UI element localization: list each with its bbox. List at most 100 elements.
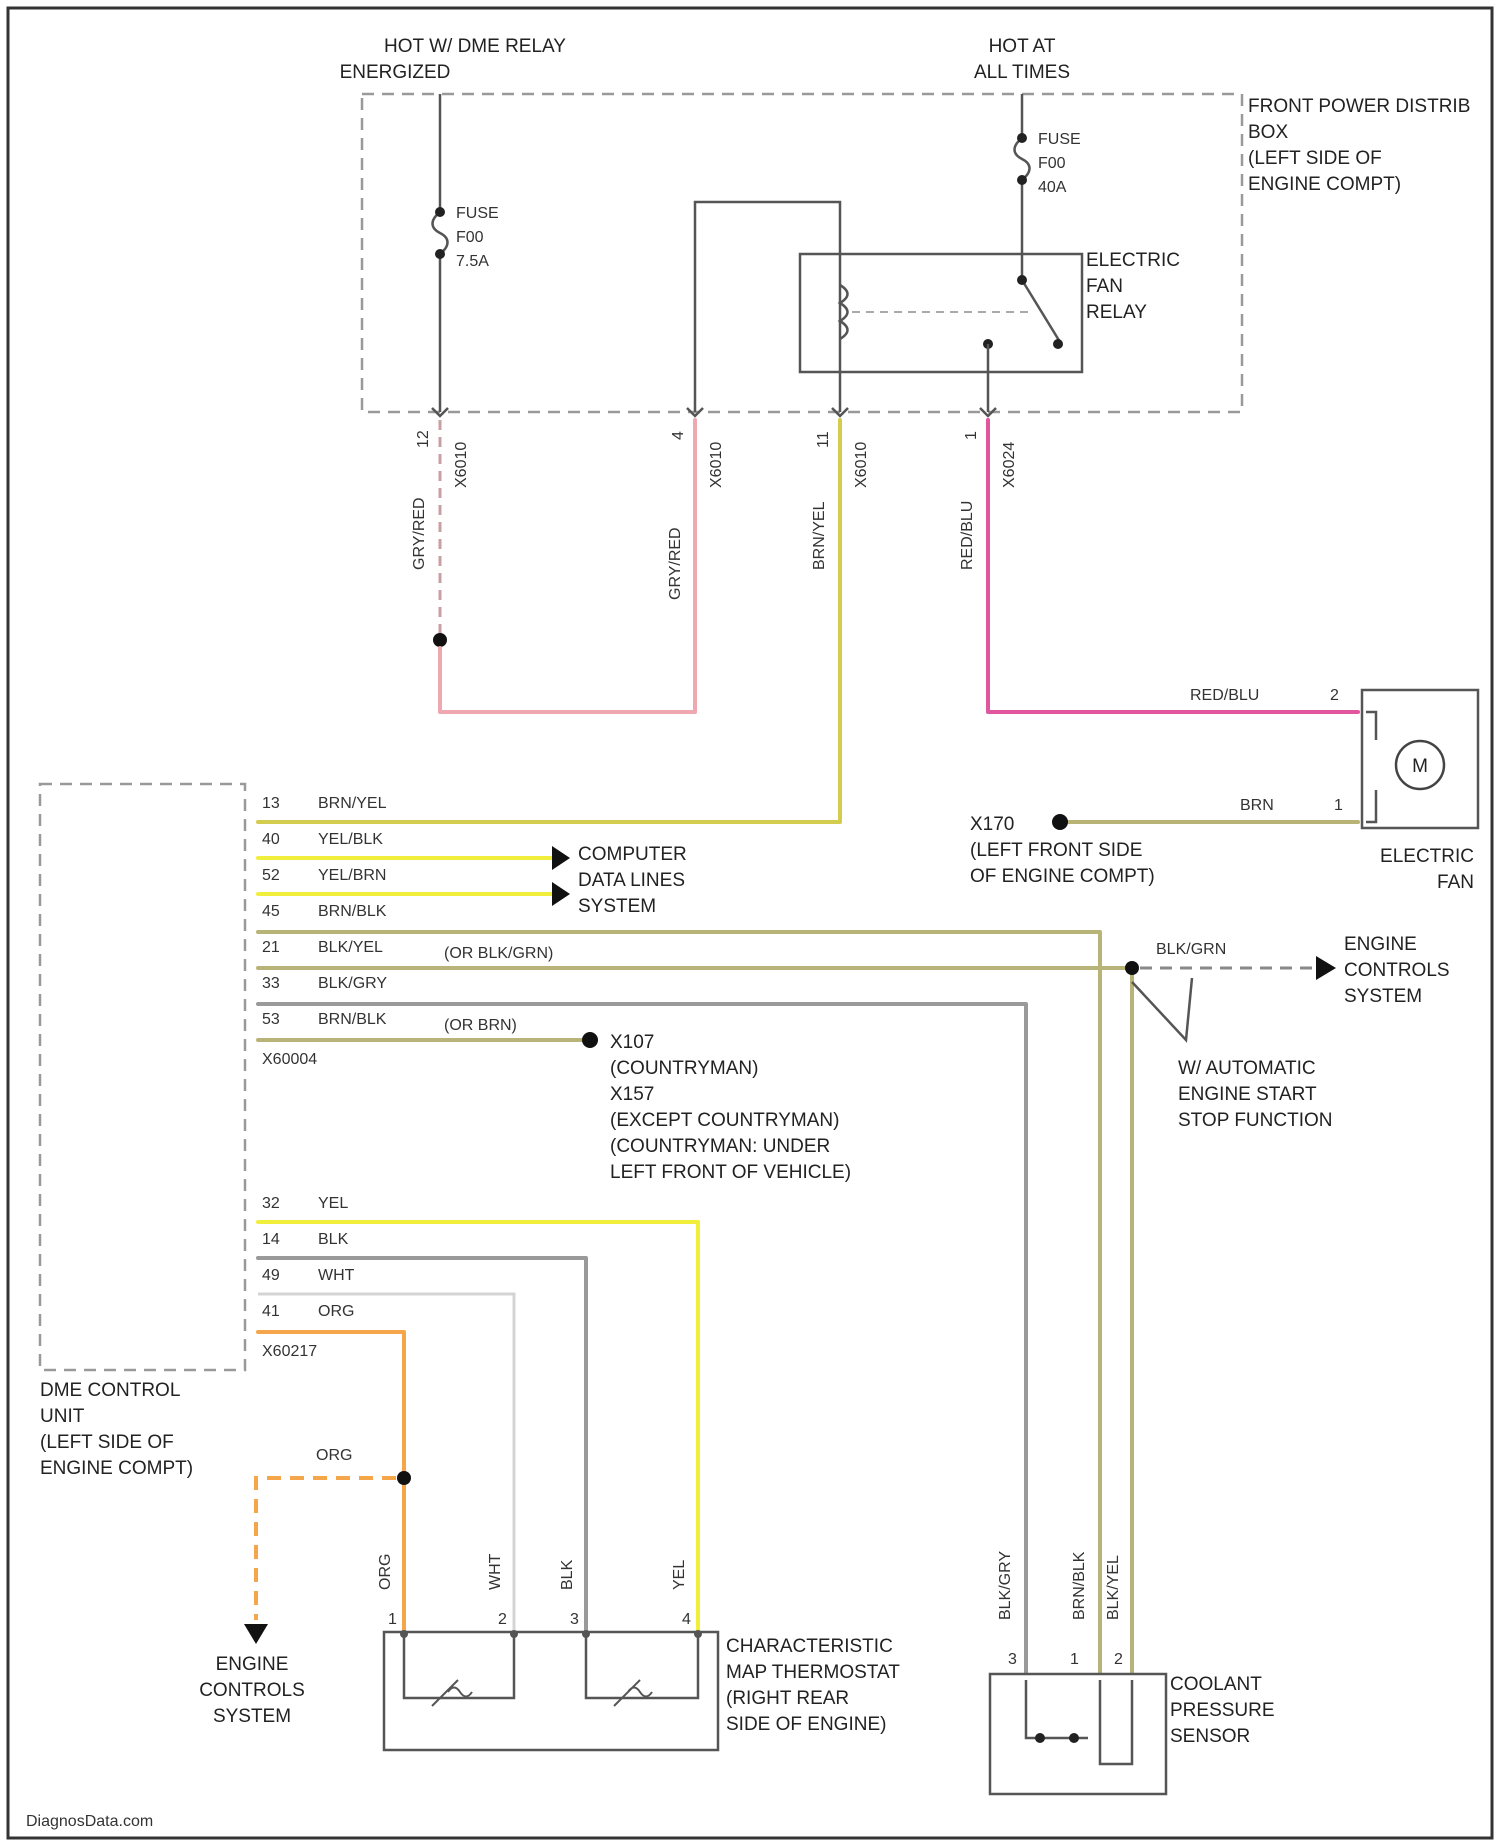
wire-label-brn-yel: BRN/YEL bbox=[811, 501, 828, 570]
pin-4-connector: X6010 bbox=[708, 442, 725, 488]
splice-blk-grn bbox=[1125, 961, 1139, 975]
relay-contact bbox=[1053, 339, 1063, 349]
engine-ctrl-right-2: CONTROLS bbox=[1344, 960, 1450, 981]
dme-pin-wire: BLK bbox=[318, 1231, 349, 1248]
thermo-pin: 1 bbox=[388, 1611, 397, 1628]
fan-label-2: FAN bbox=[1437, 872, 1474, 893]
dme-pin-number: 41 bbox=[262, 1303, 280, 1320]
engine-ctrl-arrow-right bbox=[1316, 956, 1336, 980]
map-thermostat bbox=[384, 1632, 718, 1750]
auto-stop-label-2: ENGINE START bbox=[1178, 1084, 1317, 1105]
coolant-pressure-sensor bbox=[990, 1674, 1166, 1794]
thermo-terminal bbox=[582, 1630, 590, 1638]
fan-inner-circuit bbox=[1366, 712, 1376, 822]
pin-4-number: 4 bbox=[670, 431, 687, 440]
wire-org-dashed bbox=[256, 1478, 396, 1620]
data-arrow bbox=[552, 846, 570, 870]
dme-label-4: ENGINE COMPT) bbox=[40, 1458, 193, 1479]
coolant-pin: 1 bbox=[1070, 1651, 1079, 1668]
thermo-terminal bbox=[510, 1630, 518, 1638]
pin-11-connector: X6010 bbox=[853, 442, 870, 488]
dme-pin-wire: BRN/BLK bbox=[318, 1011, 387, 1028]
dme-pin-number: 21 bbox=[262, 939, 280, 956]
thermo-heater-symbol bbox=[432, 1680, 472, 1706]
engine-ctrl-left-3: SYSTEM bbox=[213, 1706, 291, 1727]
dme-pin-number: 45 bbox=[262, 903, 280, 920]
coolant-pin: 3 bbox=[1008, 1651, 1017, 1668]
ground-x170-dot bbox=[1052, 814, 1068, 830]
dme-pin-number: 33 bbox=[262, 975, 280, 992]
fuse-1-label: FUSE bbox=[456, 205, 499, 222]
coolant-pin: 2 bbox=[1114, 1651, 1123, 1668]
hot-always-label-2: ALL TIMES bbox=[974, 62, 1070, 83]
coolant-label-3: SENSOR bbox=[1170, 1726, 1250, 1747]
fuse-2-name: F00 bbox=[1038, 155, 1066, 172]
fuse-1-terminal bbox=[435, 207, 445, 217]
fan-wire-top: RED/BLU bbox=[1190, 687, 1259, 704]
dme-pin-wire: YEL/BLK bbox=[318, 831, 383, 848]
splice-org bbox=[397, 1471, 411, 1485]
engine-ctrl-left-1: ENGINE bbox=[216, 1654, 289, 1675]
thermo-heater-element bbox=[404, 1636, 514, 1698]
thermo-label-3: (RIGHT REAR bbox=[726, 1688, 849, 1709]
dme-pin-number: 40 bbox=[262, 831, 280, 848]
coolant-label-2: PRESSURE bbox=[1170, 1700, 1275, 1721]
splice-gry-red bbox=[433, 633, 447, 647]
wire-red-blu bbox=[988, 420, 1358, 712]
thermo-pin: 3 bbox=[570, 1611, 579, 1628]
thermo-wire-blk: BLK bbox=[559, 1559, 576, 1590]
fuse-2-symbol bbox=[1015, 138, 1030, 180]
thermo-terminal bbox=[694, 1630, 702, 1638]
dme-pin-wire: BRN/YEL bbox=[318, 795, 387, 812]
wire-label-red-blu: RED/BLU bbox=[959, 501, 976, 570]
thermo-sensor-symbol bbox=[614, 1680, 652, 1706]
ground-x170-desc-2: OF ENGINE COMPT) bbox=[970, 866, 1155, 887]
engine-ctrl-right-3: SYSTEM bbox=[1344, 986, 1422, 1007]
dme-pin-number: 14 bbox=[262, 1231, 280, 1248]
or-note-1: (OR BLK/GRN) bbox=[444, 945, 553, 962]
engine-ctrl-arrow-down bbox=[244, 1624, 268, 1644]
thermo-pin: 2 bbox=[498, 1611, 507, 1628]
coolant-node bbox=[1069, 1733, 1079, 1743]
fan-label-1: ELECTRIC bbox=[1380, 846, 1474, 867]
fuse-2-label: FUSE bbox=[1038, 131, 1081, 148]
ground-x107-dot bbox=[582, 1032, 598, 1048]
thermo-terminal bbox=[400, 1630, 408, 1638]
dme-pin-wire: YEL bbox=[318, 1195, 348, 1212]
data-arrow bbox=[552, 882, 570, 906]
fuse-1-terminal bbox=[435, 249, 445, 259]
dme-pin-number: 52 bbox=[262, 867, 280, 884]
computer-label-3: SYSTEM bbox=[578, 896, 656, 917]
engine-ctrl-left-2: CONTROLS bbox=[199, 1680, 305, 1701]
thermo-wire-yel: YEL bbox=[671, 1560, 688, 1590]
coolant-wire-2: BRN/BLK bbox=[1071, 1551, 1088, 1620]
thermo-wire-org: ORG bbox=[377, 1554, 394, 1590]
dme-control-unit bbox=[40, 784, 245, 1370]
hot-always-label: HOT AT bbox=[989, 36, 1056, 57]
fan-motor-letter: M bbox=[1412, 756, 1428, 777]
auto-stop-pointer bbox=[1132, 978, 1192, 1040]
computer-label-2: DATA LINES bbox=[578, 870, 685, 891]
hot-dme-label-2: ENERGIZED bbox=[340, 62, 451, 83]
wire-blk bbox=[258, 1258, 586, 1630]
ground-x170-label: X170 bbox=[970, 814, 1014, 835]
fuse-1-symbol bbox=[433, 212, 448, 254]
fuse-1-name: F00 bbox=[456, 229, 484, 246]
or-note-2: (OR BRN) bbox=[444, 1017, 517, 1034]
ground-x170-desc-1: (LEFT FRONT SIDE bbox=[970, 840, 1142, 861]
hot-dme-label: HOT W/ DME RELAY bbox=[384, 36, 566, 57]
wire-gry-red-jumper bbox=[440, 420, 695, 712]
fan-pin-bot: 1 bbox=[1334, 797, 1343, 814]
dme-pin-wire: BLK/GRY bbox=[318, 975, 387, 992]
dme-label-2: UNIT bbox=[40, 1406, 85, 1427]
watermark: DiagnosData.com bbox=[26, 1813, 153, 1830]
pin-1-connector: X6024 bbox=[1001, 442, 1018, 488]
engine-ctrl-right-1: ENGINE bbox=[1344, 934, 1417, 955]
coolant-node bbox=[1035, 1733, 1045, 1743]
dme-pin-wire: BLK/YEL bbox=[318, 939, 383, 956]
fan-wire-bot: BRN bbox=[1240, 797, 1274, 814]
thermo-sensor-element bbox=[586, 1636, 698, 1698]
pin-11-number: 11 bbox=[815, 431, 832, 448]
fuse-1-rating: 7.5A bbox=[456, 253, 489, 270]
